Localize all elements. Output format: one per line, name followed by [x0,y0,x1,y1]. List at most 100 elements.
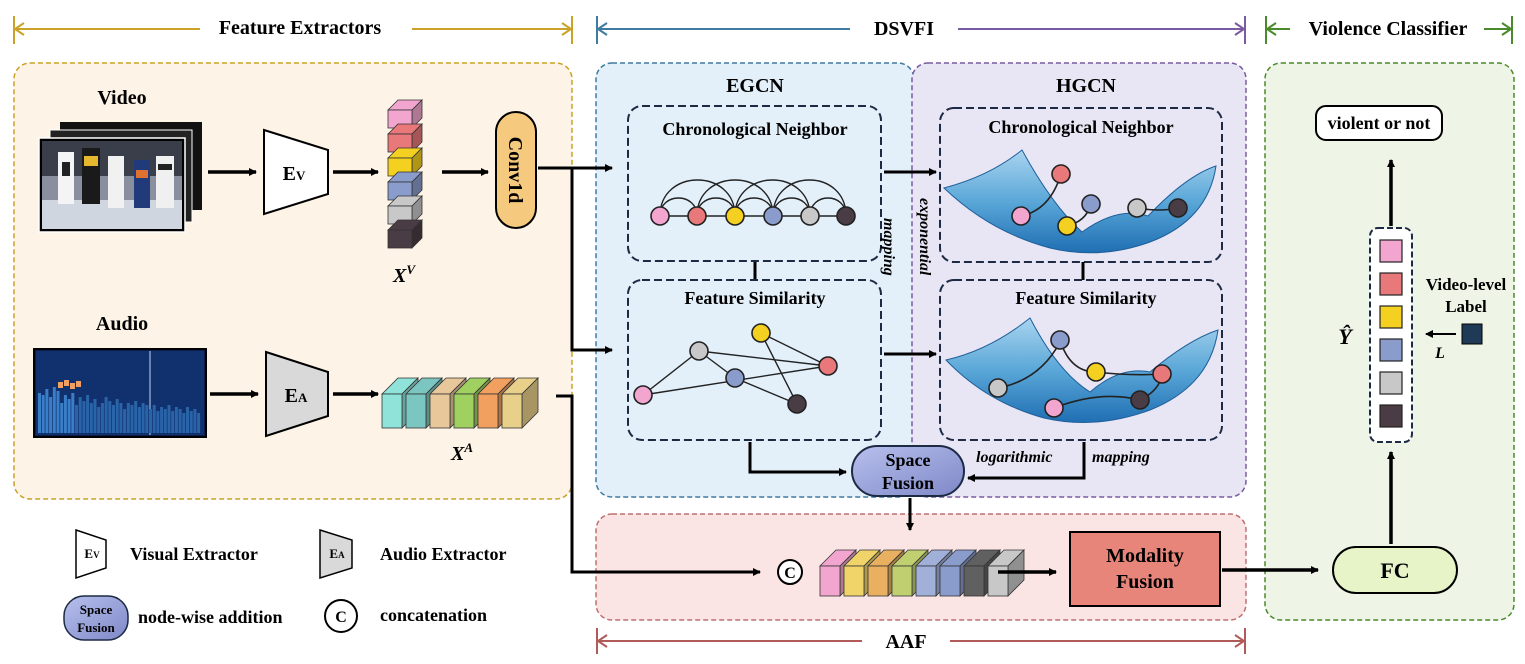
svg-text:Audio Extractor: Audio Extractor [380,544,506,564]
svg-text:node-wise addition: node-wise addition [138,607,283,627]
spectrogram-bar [115,399,119,433]
spectrogram-highlight [76,381,81,387]
egcn-chrono-title: Chronological Neighbor [662,119,847,139]
svg-text:EA: EA [329,546,345,561]
spectrogram-bar [141,403,145,433]
hgcn-feature-node [1050,330,1070,350]
svg-text:concatenation: concatenation [380,605,487,625]
spectrogram-bar [104,397,108,433]
svg-text:EV: EV [84,546,100,561]
spectrogram-bar [75,405,78,433]
hgcn-feature-graph [988,330,1172,418]
visual-extractor: EV [263,128,329,216]
hgcn-feature-node [1044,398,1064,418]
xv-block [387,219,423,249]
hgcn-chrono-node [1168,198,1188,218]
svg-text:EV: EV [283,163,306,185]
spectrogram-bar [130,405,134,433]
spectrogram-bar [71,393,75,433]
spectrogram-bar [100,403,104,433]
hgcn-chrono-graph [1011,164,1188,236]
legend-space-fusion: Space Fusion node-wise addition [63,595,283,641]
spectrogram-bar [82,401,86,433]
egcn-chrono-graph [650,179,856,226]
aaf-header: AAF [596,628,1246,654]
egcn-chrono-arc [659,179,736,217]
hgcn-chrono-node [1081,194,1101,214]
spectrogram-bar [171,411,175,433]
xv-block [387,147,423,177]
y-hat-score-square [1379,371,1403,395]
spectrogram-bar [86,395,90,433]
video-frames [38,122,202,233]
svg-text:Space: Space [886,450,931,470]
output-box: violent or not [1315,105,1443,141]
violence-classifier-header: Violence Classifier [1265,16,1513,44]
svg-text:Fusion: Fusion [882,473,934,493]
egcn-feature-title: Feature Similarity [684,288,825,308]
hgcn-chrono-title: Chronological Neighbor [988,117,1173,137]
spectrogram-bar [189,411,193,433]
spectrogram-bar [134,401,138,433]
hgcn-to-space-fusion-arrow [967,442,1086,482]
spectrogram-bar [149,409,152,433]
hgcn-chrono-node [1051,164,1071,184]
mapping-label-1: mapping [880,218,897,276]
audio-label: Audio [96,313,148,335]
xa-to-concat-arrow [556,394,761,576]
egcn-chrono-box [627,105,882,262]
spectrogram-bar [123,409,127,433]
video-level-label-line2: Label [1445,297,1487,316]
spectrogram-bar [119,403,123,433]
spectrogram-bar [78,397,82,433]
spectrogram-bar [137,407,141,433]
svg-text:Fusion: Fusion [77,620,115,635]
loss-label: L [1434,345,1445,362]
egcn-feature-edge [734,377,798,405]
spectrogram-bar [60,403,64,433]
conv1d-block: Conv1d [495,111,537,229]
xv-block [387,195,423,225]
spectrogram-bar [49,397,53,433]
xv-block [387,171,423,201]
svg-text:Conv1d: Conv1d [504,137,526,204]
xa-label: XA [450,440,473,465]
audio-spectrogram [33,348,207,438]
egcn-feature-box [627,279,882,441]
hgcn-chrono-node [1011,206,1031,226]
xv-block [387,123,423,153]
spectrogram-bar [67,399,71,433]
egcn-chrono-node [763,206,783,226]
audio-extractor: EA [265,350,329,438]
egcn-feature-node [725,368,745,388]
hgcn-chrono-node [1057,216,1077,236]
egcn-chrono-node [650,206,670,226]
video-level-label-line1: Video-level [1426,275,1507,294]
audio-features-stack [381,377,539,429]
hgcn-feature-node [1152,364,1172,384]
dsvfi-title: DSVFI [874,18,934,40]
mapping-label-2: mapping [1092,449,1150,466]
hgcn-chrono-box [939,107,1223,263]
svg-text:EA: EA [285,385,308,407]
spectrogram-bar [160,407,164,433]
egcn-feature-edge [642,350,700,396]
svg-text:Visual Extractor: Visual Extractor [130,544,258,564]
spectrogram-bar [197,413,201,433]
egcn-to-space-fusion-arrow [748,442,847,476]
hgcn-feature-surface [945,317,1219,423]
aaf-title: AAF [885,631,926,653]
egcn-feature-node [787,394,807,414]
hgcn-feature-title: Feature Similarity [1015,288,1156,308]
egcn-feature-node [689,341,709,361]
legend-audio-extractor: EA Audio Extractor [319,528,506,580]
egcn-chrono-node [836,206,856,226]
y-hat-score-square [1379,338,1403,362]
spectrogram-bar [156,411,160,433]
feature-extractors-header: Feature Extractors [13,16,573,44]
legend-concatenation: C concatenation [324,599,487,633]
y-hat-score-square [1379,305,1403,329]
hgcn-chrono-surface [943,149,1217,254]
egcn-feature-edge [760,332,829,367]
